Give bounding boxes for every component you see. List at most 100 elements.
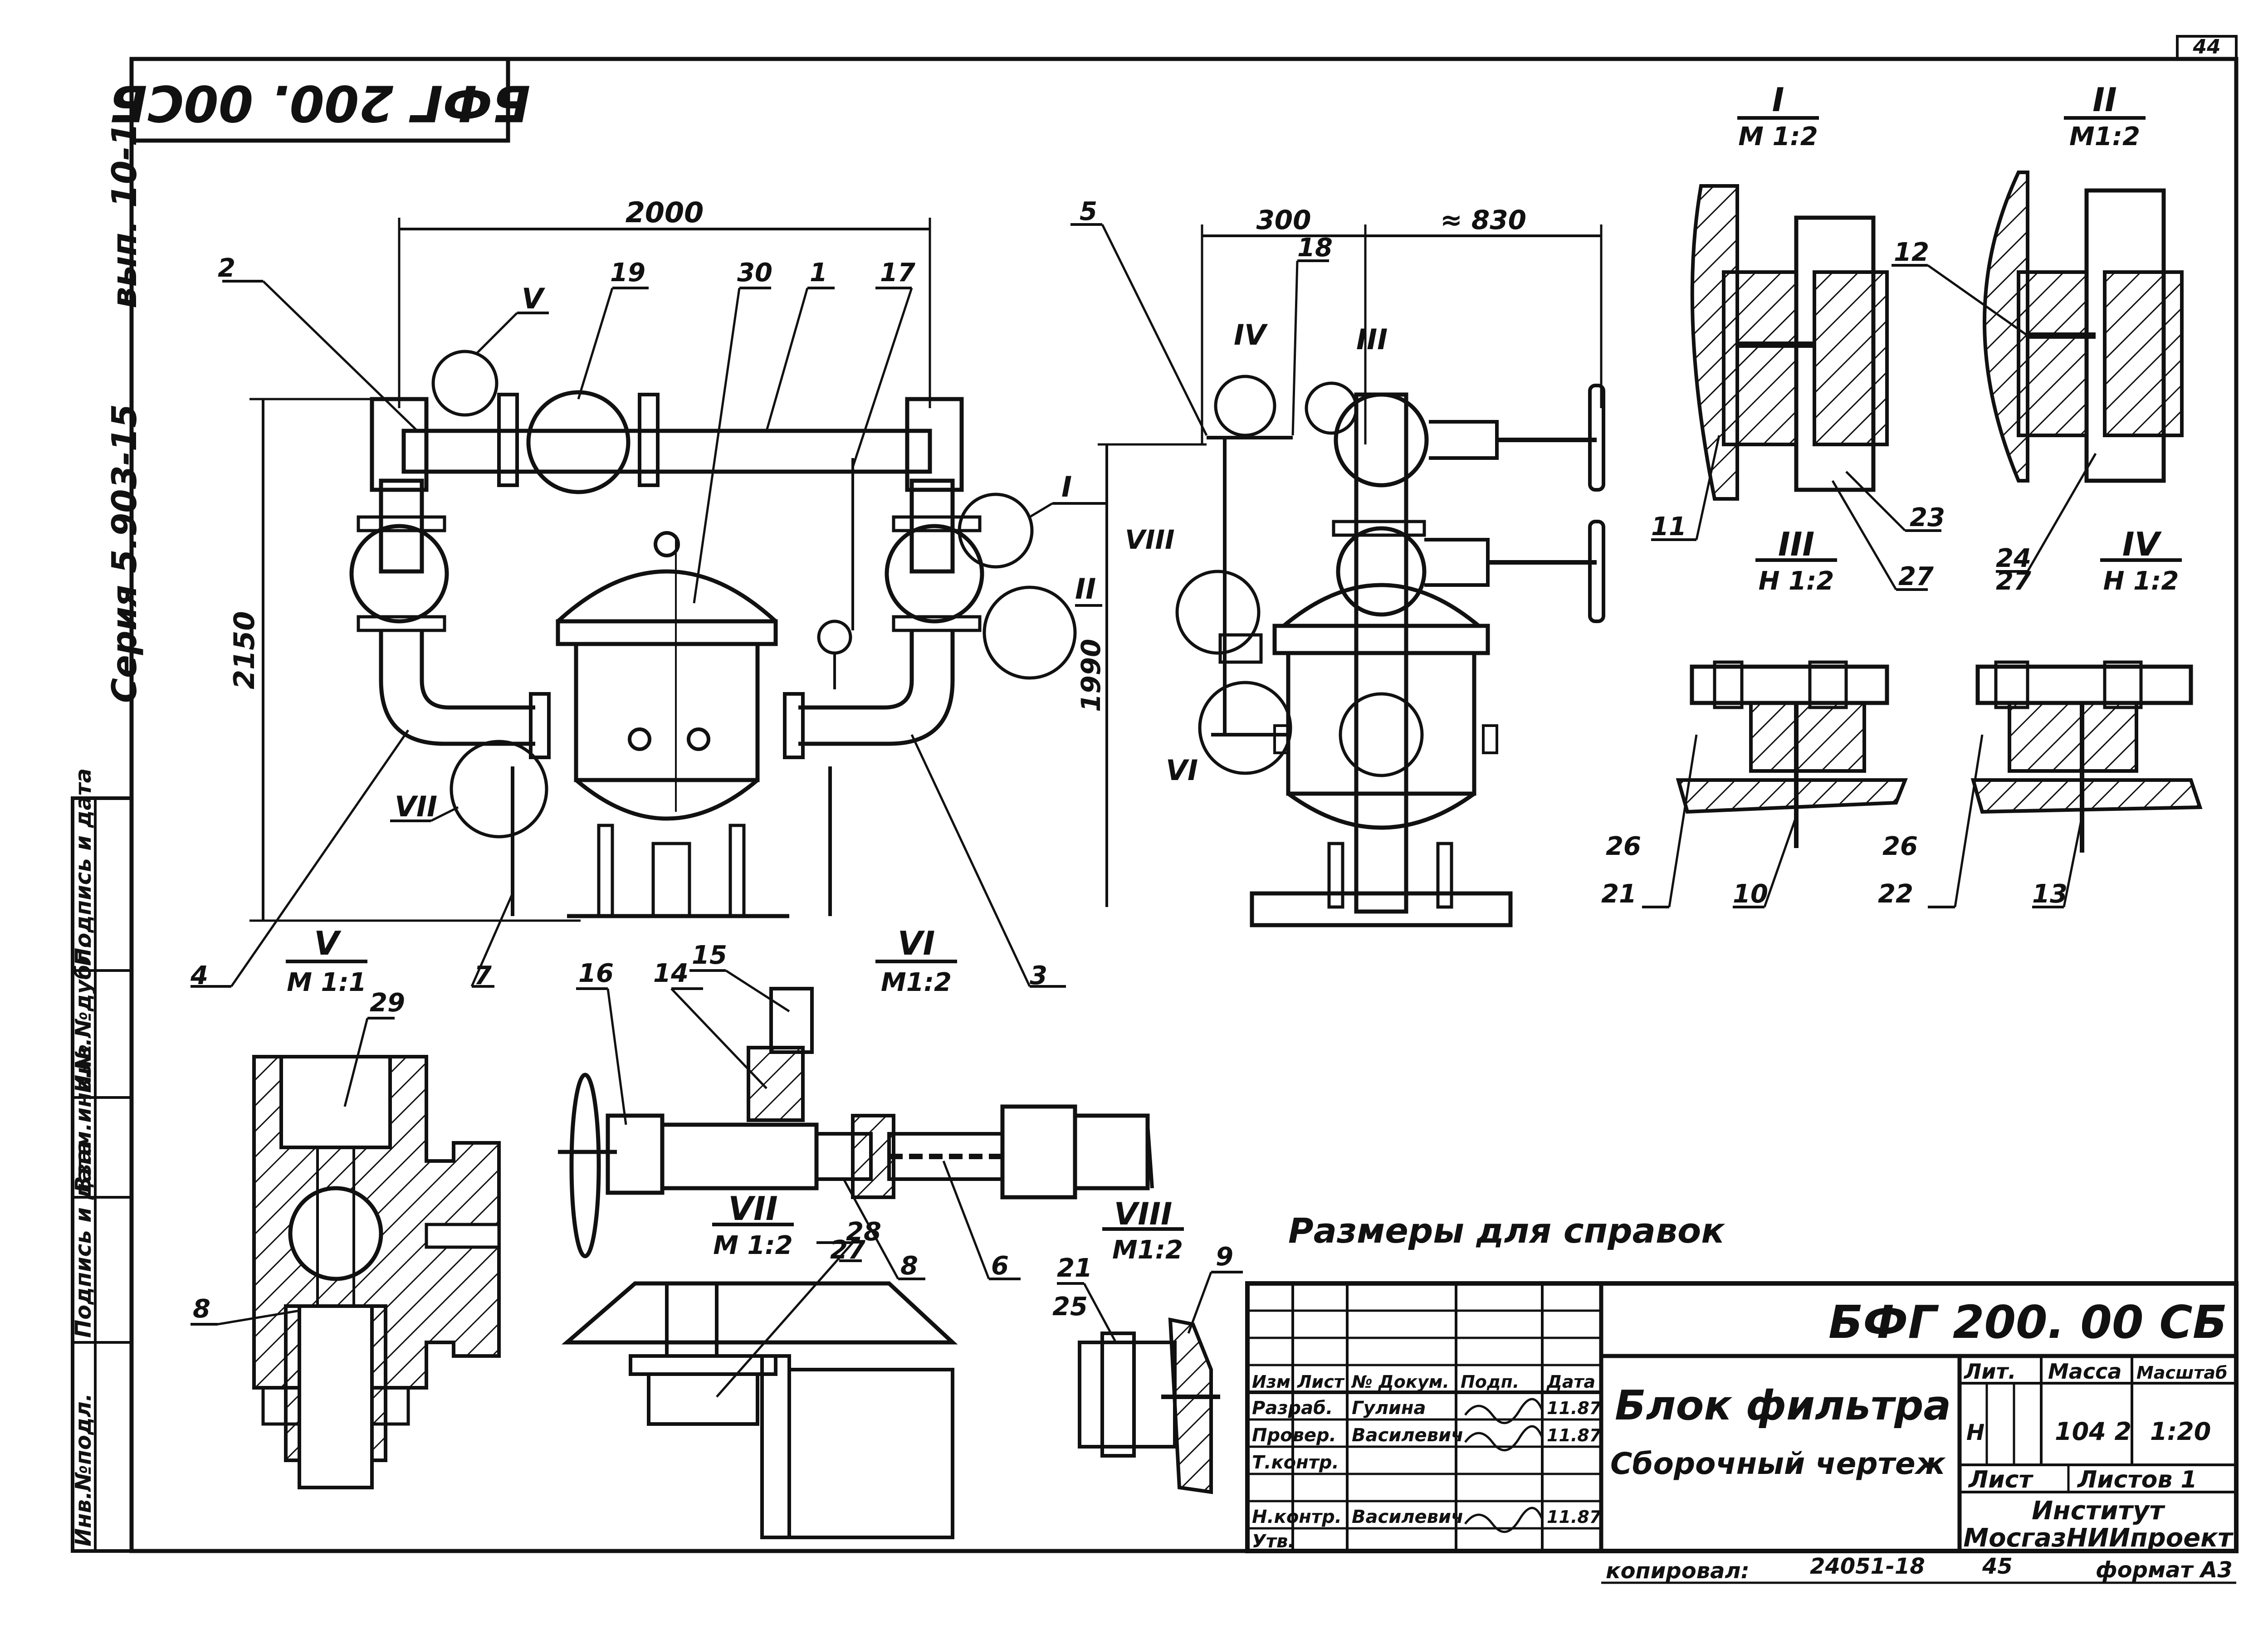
strip-label-1: Инв.№подл. bbox=[71, 1393, 96, 1546]
sheets-label: Листов 1 bbox=[2077, 1466, 2197, 1493]
callout-VI: VI bbox=[1166, 754, 1198, 787]
title-block bbox=[1245, 1281, 2239, 1584]
row-role-1: Разраб. bbox=[1252, 1398, 1333, 1419]
part-24: 24 bbox=[1996, 544, 2031, 573]
side-view-labels: 5 18 IV III VIII VI bbox=[1080, 197, 1388, 787]
detail-VIII-num: VIII bbox=[1114, 1196, 1173, 1232]
detail-VI-scale: М1:2 bbox=[881, 968, 952, 997]
detail-III-IV-labels: III Н 1:2 IV Н 1:2 26 21 10 26 22 13 bbox=[1601, 525, 2179, 909]
row-role-5: Утв. bbox=[1252, 1531, 1295, 1552]
detail-IV bbox=[1928, 558, 2203, 908]
callout-V: V bbox=[522, 282, 546, 315]
front-view-labels: 2 19 30 1 17 4 7 3 V I II VII bbox=[190, 254, 1096, 990]
mass-label: Масса bbox=[2048, 1359, 2121, 1384]
row-date-4: 11.87 bbox=[1547, 1507, 1602, 1527]
reference-note: Размеры для справок bbox=[1288, 1210, 1725, 1251]
copy-number: 24051-18 bbox=[1810, 1554, 1925, 1579]
row-date-2: 11.87 bbox=[1547, 1425, 1602, 1445]
part-18: 18 bbox=[1297, 233, 1333, 263]
front-view: 2000 2150 bbox=[191, 196, 1107, 988]
part-13: 13 bbox=[2032, 879, 2068, 909]
callout-IV: IV bbox=[1234, 318, 1268, 351]
sheet-label: Лист bbox=[1968, 1466, 2033, 1493]
detail-IV-num: IV bbox=[2122, 525, 2162, 563]
detail-V-scale: М 1:1 bbox=[287, 968, 367, 997]
part-16: 16 bbox=[578, 959, 614, 988]
detail-I-II-labels: I М 1:2 II М1:2 12 11 23 27 24 27 bbox=[1651, 81, 2140, 596]
detail-II bbox=[1892, 116, 2184, 573]
detail-VIII-labels: VIII М1:2 21 25 9 bbox=[1052, 1196, 1233, 1322]
detail-VII bbox=[561, 1223, 958, 1539]
title-block-text: БФГ 200. 00 СБ Блок фильтра Сборочный че… bbox=[1252, 1296, 2234, 1584]
callout-II: II bbox=[1075, 572, 1096, 605]
part-27a: 27 bbox=[1898, 562, 1934, 591]
callout-VII: VII bbox=[395, 790, 437, 823]
head-izm: Изм bbox=[1252, 1372, 1290, 1392]
detail-VI-labels: VI М1:2 16 14 15 8 6 bbox=[578, 924, 1009, 1281]
dim-side-w1: 300 bbox=[1256, 205, 1311, 235]
drawing-subtitle: Сборочный чертеж bbox=[1610, 1446, 1946, 1481]
detail-I-scale: М 1:2 bbox=[1738, 122, 1818, 151]
part-4: 4 bbox=[190, 961, 208, 990]
lit-label: Лит. bbox=[1963, 1359, 2016, 1384]
mass-value: 104 2 bbox=[2055, 1417, 2131, 1446]
lit-value: Н bbox=[1966, 1420, 1984, 1445]
row-date-1: 11.87 bbox=[1547, 1398, 1602, 1418]
part-6: 6 bbox=[991, 1251, 1009, 1281]
detail-VI-num: VI bbox=[898, 924, 935, 962]
part-28: 28 bbox=[846, 1217, 881, 1247]
strip-label-3: Взам.инв.№ bbox=[71, 1044, 96, 1193]
drawing-name: Блок фильтра bbox=[1615, 1382, 1951, 1429]
head-sign: Подп. bbox=[1461, 1372, 1519, 1392]
detail-V-labels: V М 1:1 29 8 bbox=[193, 924, 405, 1324]
part-2: 2 bbox=[218, 254, 235, 283]
signature-1 bbox=[1464, 1398, 1544, 1424]
part-17: 17 bbox=[880, 258, 915, 288]
detail-IV-scale: Н 1:2 bbox=[2103, 566, 2179, 596]
detail-III bbox=[1642, 558, 1908, 908]
part-1: 1 bbox=[810, 258, 827, 288]
row-name-2: Василевич bbox=[1352, 1425, 1463, 1446]
strip-label-2: Подпись и дата bbox=[71, 1140, 96, 1338]
top-stamp: БФГ 200. 00СБ bbox=[109, 57, 531, 143]
detail-VII-labels: VII М 1:2 28 27 bbox=[713, 1190, 881, 1265]
part-22: 22 bbox=[1878, 879, 1913, 909]
part-5: 5 bbox=[1080, 197, 1097, 226]
row-name-1: Гулина bbox=[1352, 1398, 1426, 1419]
dim-side-height: 1990 bbox=[1075, 639, 1106, 712]
part-26a: 26 bbox=[1606, 832, 1641, 861]
detail-II-num: II bbox=[2092, 81, 2117, 119]
top-stamp-code: БФГ 200. 00СБ bbox=[109, 74, 531, 132]
part-7: 7 bbox=[474, 961, 492, 990]
part-11: 11 bbox=[1651, 512, 1686, 541]
head-date: Дата bbox=[1546, 1372, 1595, 1392]
issue-text: вып. 10-1 bbox=[104, 123, 144, 308]
dim-side-w2: ≈ 830 bbox=[1440, 205, 1526, 235]
row-name-4: Василевич bbox=[1352, 1507, 1463, 1527]
detail-VII-scale: М 1:2 bbox=[713, 1231, 793, 1260]
part-27c: 27 bbox=[830, 1235, 865, 1265]
part-21b: 21 bbox=[1057, 1254, 1092, 1283]
designation: БФГ 200. 00 СБ bbox=[1828, 1296, 2227, 1349]
part-8b: 8 bbox=[900, 1251, 918, 1281]
part-15: 15 bbox=[692, 941, 727, 970]
detail-II-scale: М1:2 bbox=[2069, 122, 2140, 151]
detail-V-num: V bbox=[314, 924, 342, 962]
format-label: формат А3 bbox=[2096, 1557, 2233, 1583]
part-21a: 21 bbox=[1601, 879, 1637, 909]
part-8a: 8 bbox=[193, 1294, 210, 1324]
series-note: Серия 5.903-15 вып. 10-1 bbox=[104, 123, 144, 703]
detail-VII-num: VII bbox=[728, 1190, 777, 1228]
part-14: 14 bbox=[653, 959, 689, 988]
signature-2 bbox=[1464, 1425, 1544, 1452]
callout-VIII: VIII bbox=[1125, 524, 1175, 555]
sheet-number: 44 bbox=[2192, 35, 2220, 59]
dim-front-width: 2000 bbox=[626, 196, 704, 229]
detail-III-num: III bbox=[1778, 525, 1814, 563]
detail-VIII bbox=[1057, 1227, 1243, 1494]
part-25: 25 bbox=[1052, 1292, 1088, 1322]
org-line-1: Институт bbox=[2032, 1496, 2165, 1526]
part-10: 10 bbox=[1733, 879, 1768, 909]
part-23: 23 bbox=[1910, 503, 1945, 532]
